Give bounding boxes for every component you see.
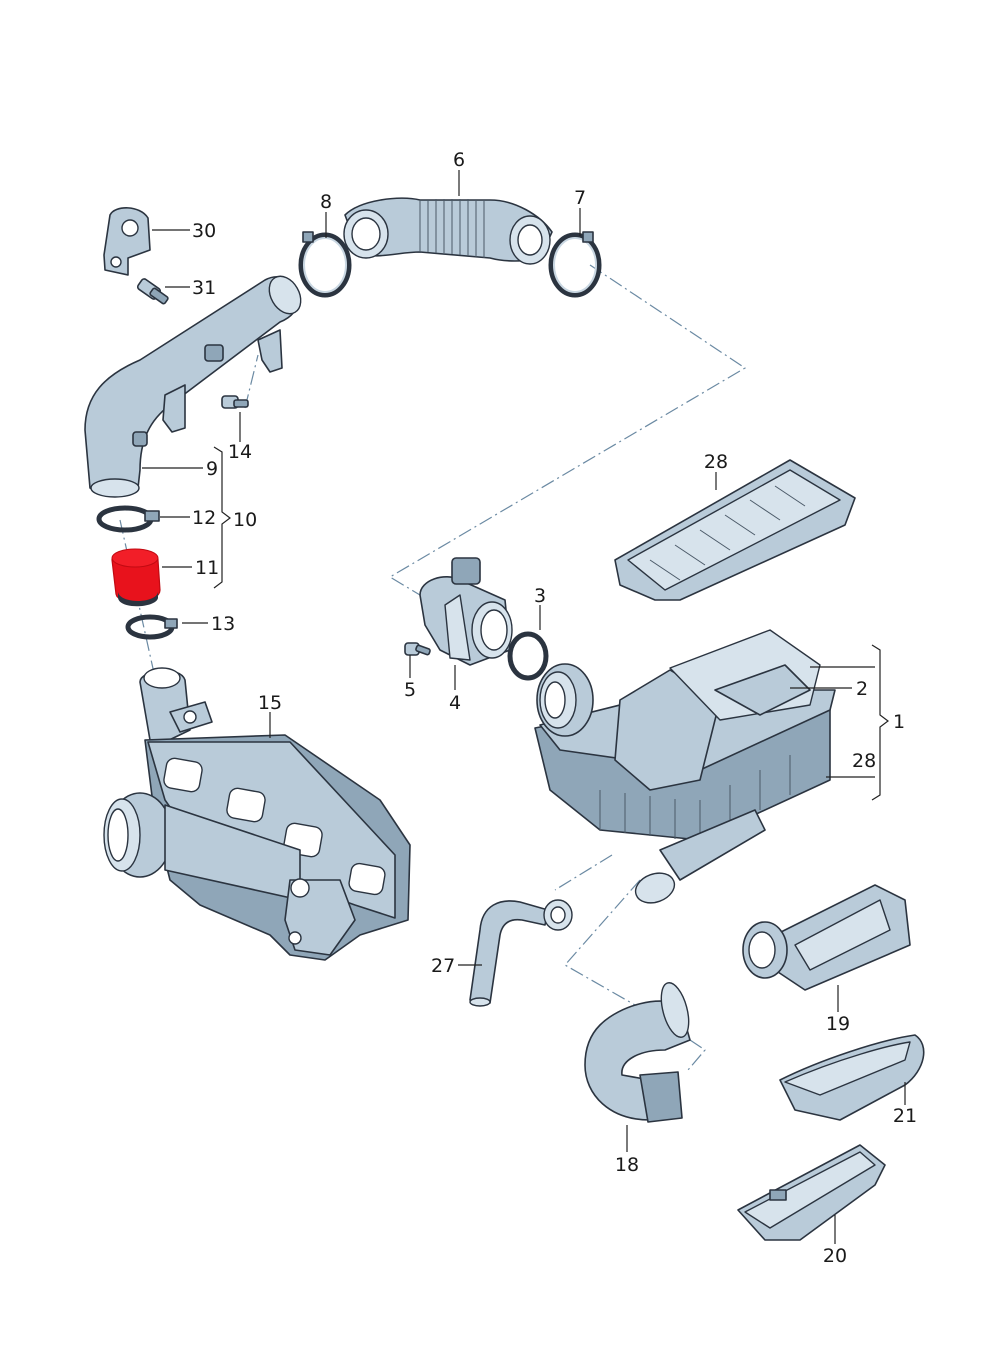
- callout-27: 27: [431, 955, 455, 977]
- callout-2: 2: [856, 678, 868, 700]
- callout-12: 12: [192, 507, 216, 529]
- callout-15: 15: [258, 692, 282, 714]
- callout-10: 10: [233, 509, 257, 531]
- callout-7: 7: [574, 187, 586, 209]
- part-8-hose-clamp[interactable]: [298, 231, 352, 298]
- part-18-intake-elbow[interactable]: [584, 980, 694, 1123]
- part-11-connecting-sleeve-highlighted[interactable]: [111, 548, 161, 607]
- callout-18: 18: [615, 1154, 639, 1176]
- callout-9: 9: [206, 458, 218, 480]
- part-9-charge-air-pipe[interactable]: [84, 271, 307, 498]
- callout-6: 6: [453, 149, 465, 171]
- part-21-cover[interactable]: [779, 1034, 925, 1121]
- part-15-turbocharger[interactable]: [103, 667, 411, 961]
- callout-1: 1: [893, 711, 905, 733]
- part-27-breather-hose[interactable]: [469, 899, 573, 1007]
- callout-19: 19: [826, 1013, 850, 1035]
- callout-4: 4: [449, 692, 461, 714]
- part-14-bolt[interactable]: [221, 395, 249, 409]
- part-7-hose-clamp[interactable]: [548, 231, 602, 298]
- part-5-bolt[interactable]: [404, 642, 431, 656]
- assembly-guide-lines: [119, 264, 747, 1071]
- part-20-trim-panel[interactable]: [737, 1144, 886, 1241]
- part-3-o-ring[interactable]: [507, 631, 549, 681]
- callout-20: 20: [823, 1245, 847, 1267]
- part-1-air-filter-housing[interactable]: [534, 629, 836, 908]
- callout-11: 11: [195, 557, 219, 579]
- callout-labels: 6 7 8 30 31 14 9 12 10 11 13 15 28 3 5 4…: [192, 149, 917, 1267]
- callout-14: 14: [228, 441, 252, 463]
- part-4-air-mass-meter[interactable]: [419, 557, 513, 666]
- callout-8: 8: [320, 191, 332, 213]
- part-13-hose-clamp[interactable]: [125, 614, 178, 640]
- part-19-air-guide[interactable]: [742, 884, 911, 991]
- callout-28-top: 28: [704, 451, 728, 473]
- leader-lines: [142, 170, 906, 1244]
- callout-5: 5: [404, 679, 416, 701]
- part-12-hose-clamp[interactable]: [96, 505, 160, 533]
- callout-28-housing: 28: [852, 750, 876, 772]
- callout-30: 30: [192, 220, 216, 242]
- callout-21: 21: [893, 1105, 917, 1127]
- callout-3: 3: [534, 585, 546, 607]
- callout-13: 13: [211, 613, 235, 635]
- part-31-bolt[interactable]: [136, 278, 169, 305]
- part-30-bracket[interactable]: [103, 207, 151, 276]
- callout-31: 31: [192, 277, 216, 299]
- part-6-intake-hose[interactable]: [343, 197, 553, 265]
- part-28-air-filter-element[interactable]: [614, 459, 856, 601]
